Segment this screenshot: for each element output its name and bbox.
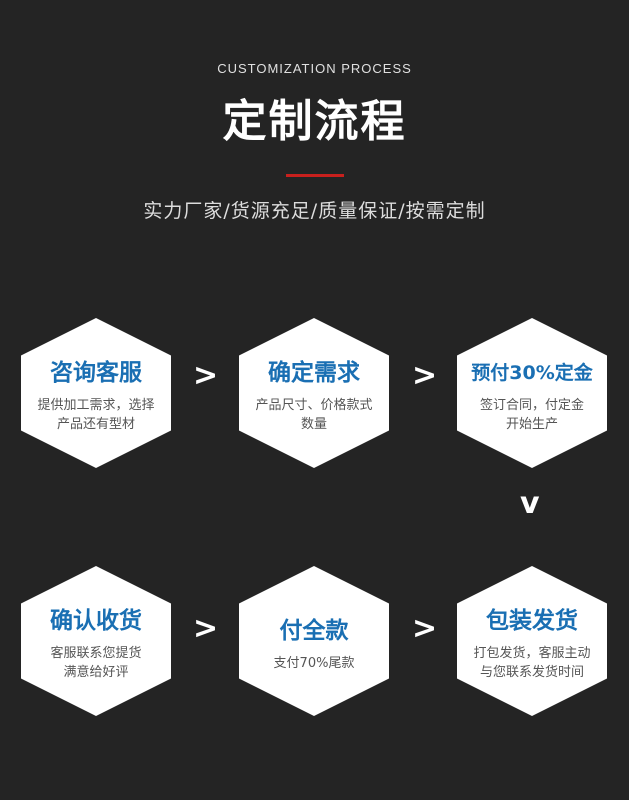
step-title: 确定需求 bbox=[268, 360, 360, 386]
tagline: 实力厂家/货源充足/质量保证/按需定制 bbox=[143, 200, 486, 222]
step-description-line: 满意给好评 bbox=[63, 665, 129, 680]
step-description-line: 签订合同，付定金 bbox=[479, 398, 584, 413]
arrow-right-icon: > bbox=[193, 611, 219, 646]
subtitle-english: CUSTOMIZATION PROCESS bbox=[217, 61, 412, 76]
step-description-line: 客服联系您提货 bbox=[50, 646, 142, 661]
page-title: 定制流程 bbox=[222, 96, 407, 147]
title-underline bbox=[286, 174, 344, 177]
step-description: 打包发货，客服主动 与您联系发货时间 bbox=[462, 644, 602, 682]
step-title: 包装发货 bbox=[486, 608, 578, 634]
step-hexagon-confirm-needs: 确定需求 产品尺寸、价格款式 数量 bbox=[239, 318, 389, 468]
step-description-line: 开始生产 bbox=[505, 417, 558, 432]
arrow-right-icon: > bbox=[412, 358, 438, 393]
step-hexagon-deposit: 预付30%定金 签订合同，付定金 开始生产 bbox=[457, 318, 607, 468]
step-description: 支付70%尾款 bbox=[244, 654, 384, 673]
step-description: 产品尺寸、价格款式 数量 bbox=[244, 396, 384, 434]
step-description-line: 提供加工需求，选择 bbox=[37, 398, 155, 413]
step-description: 提供加工需求，选择 产品还有型材 bbox=[26, 396, 166, 434]
step-hexagon-shipping: 包装发货 打包发货，客服主动 与您联系发货时间 bbox=[457, 566, 607, 716]
step-hexagon-receipt: 确认收货 客服联系您提货 满意给好评 bbox=[21, 566, 171, 716]
step-title: 咨询客服 bbox=[50, 360, 142, 386]
step-hexagon-full-payment: 付全款 支付70%尾款 bbox=[239, 566, 389, 716]
step-description-line: 与您联系发货时间 bbox=[479, 665, 584, 680]
arrow-right-icon: > bbox=[412, 611, 438, 646]
step-title: 确认收货 bbox=[50, 608, 142, 634]
step-description-line: 数量 bbox=[300, 417, 327, 432]
step-description-line: 产品尺寸、价格款式 bbox=[255, 398, 373, 413]
step-title: 预付30%定金 bbox=[471, 362, 593, 384]
arrow-right-icon: > bbox=[193, 358, 219, 393]
step-description-line: 支付70%尾款 bbox=[273, 655, 355, 671]
step-title: 付全款 bbox=[279, 617, 349, 644]
step-hexagon-consult: 咨询客服 提供加工需求，选择 产品还有型材 bbox=[21, 318, 171, 468]
step-description-line: 打包发货，客服主动 bbox=[473, 646, 591, 661]
step-description-line: 产品还有型材 bbox=[56, 417, 135, 432]
step-description: 签订合同，付定金 开始生产 bbox=[462, 396, 602, 434]
arrow-down-icon: v bbox=[520, 486, 540, 521]
step-description: 客服联系您提货 满意给好评 bbox=[26, 644, 166, 682]
